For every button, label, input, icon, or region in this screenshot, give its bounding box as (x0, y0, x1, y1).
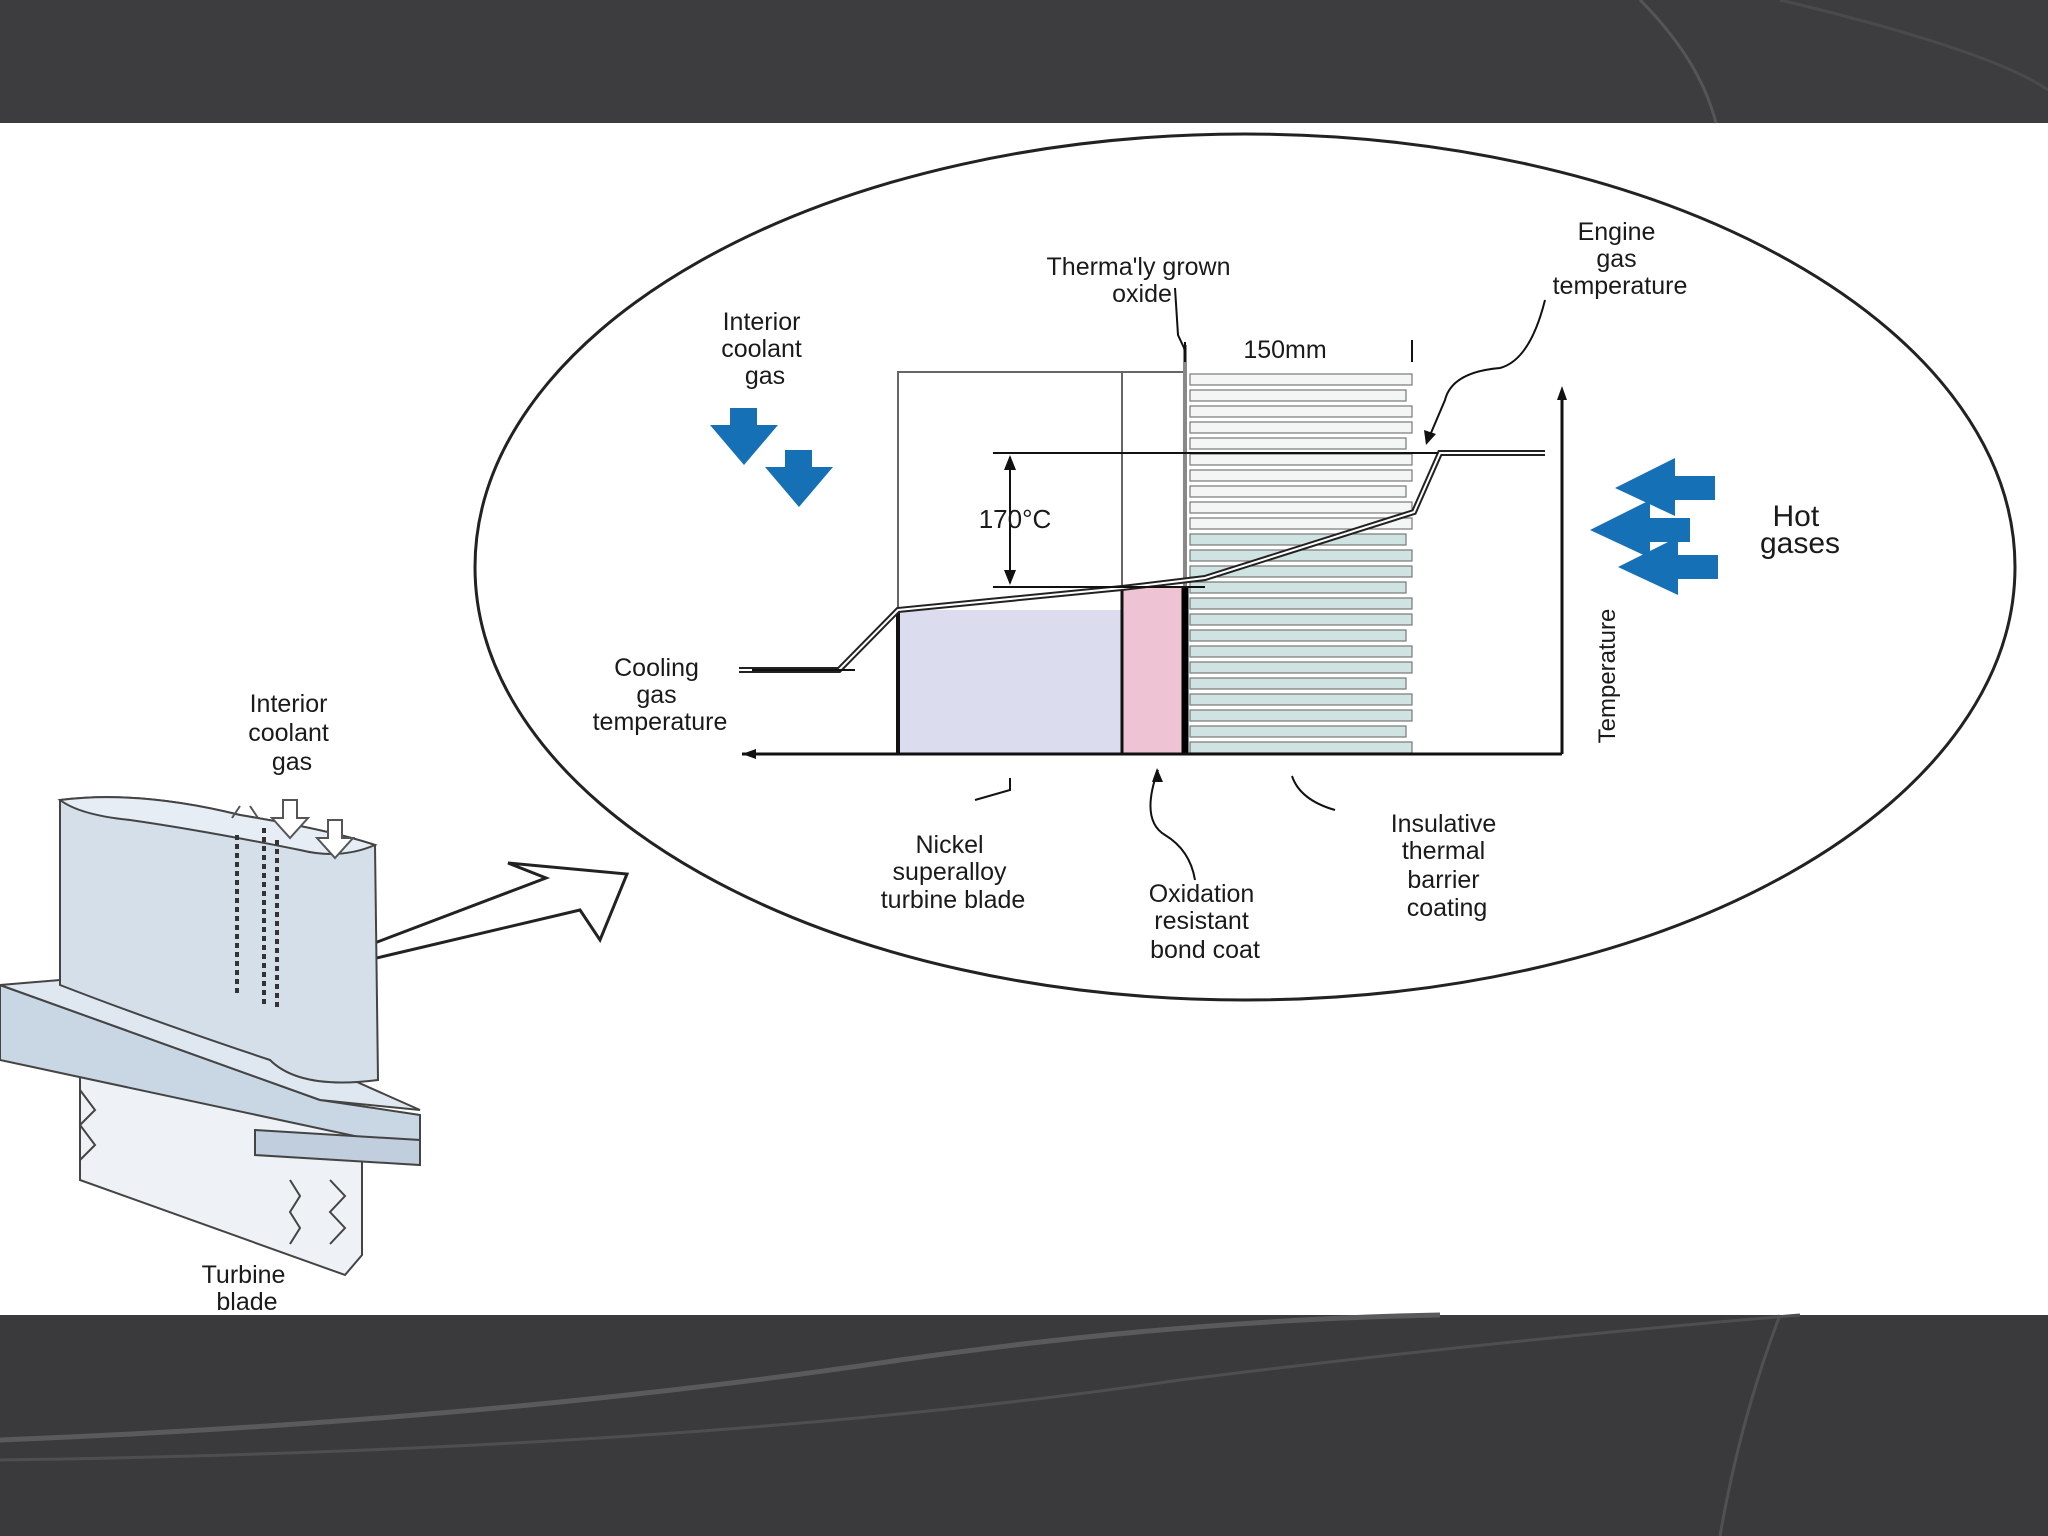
nickel-superalloy-label: Nickel superalloy turbine blade (881, 831, 1026, 914)
thickness-label: 150mm (1243, 336, 1326, 364)
pointer-arrow (331, 861, 630, 967)
turbine-blade-label: Turbine blade (202, 1261, 293, 1316)
delta-t-label: 170°C (979, 504, 1052, 534)
turbine-blade-illustration (0, 796, 421, 1277)
left-arrow-icon (1590, 500, 1690, 558)
bond-coat-layer (1122, 588, 1184, 754)
layer-section (896, 345, 1413, 755)
slide-bottom-band (0, 1315, 2048, 1536)
down-arrow-icon (710, 408, 778, 465)
tbc-label: Insulative thermal barrier coating (1391, 810, 1504, 922)
down-arrow-icon (765, 450, 833, 507)
interior-coolant-blade-label: Interior coolant gas (248, 690, 336, 776)
bond-coat-label: Oxidation resistant bond coat (1149, 880, 1262, 964)
tbc-layer (1189, 373, 1413, 754)
slide-top-band (0, 0, 2048, 123)
left-arrow-icon (1618, 537, 1718, 595)
superalloy-layer (898, 610, 1122, 754)
left-arrow-icon (1615, 458, 1715, 516)
cooling-gas-temperature-label: Cooling gas temperature (593, 654, 728, 736)
thermally-grown-oxide-label: Therma'ly grown oxide (1047, 253, 1238, 308)
interior-coolant-top-label: Interior coolant gas (721, 308, 809, 390)
hot-gases-label: Hot gases (1760, 500, 1840, 560)
engine-gas-temperature-label: Engine gas temperature (1553, 218, 1688, 300)
decorative-swoosh (0, 1312, 1441, 1443)
magnifier-ellipse (473, 132, 2017, 1002)
temperature-axis-label: Temperature (1594, 609, 1621, 744)
